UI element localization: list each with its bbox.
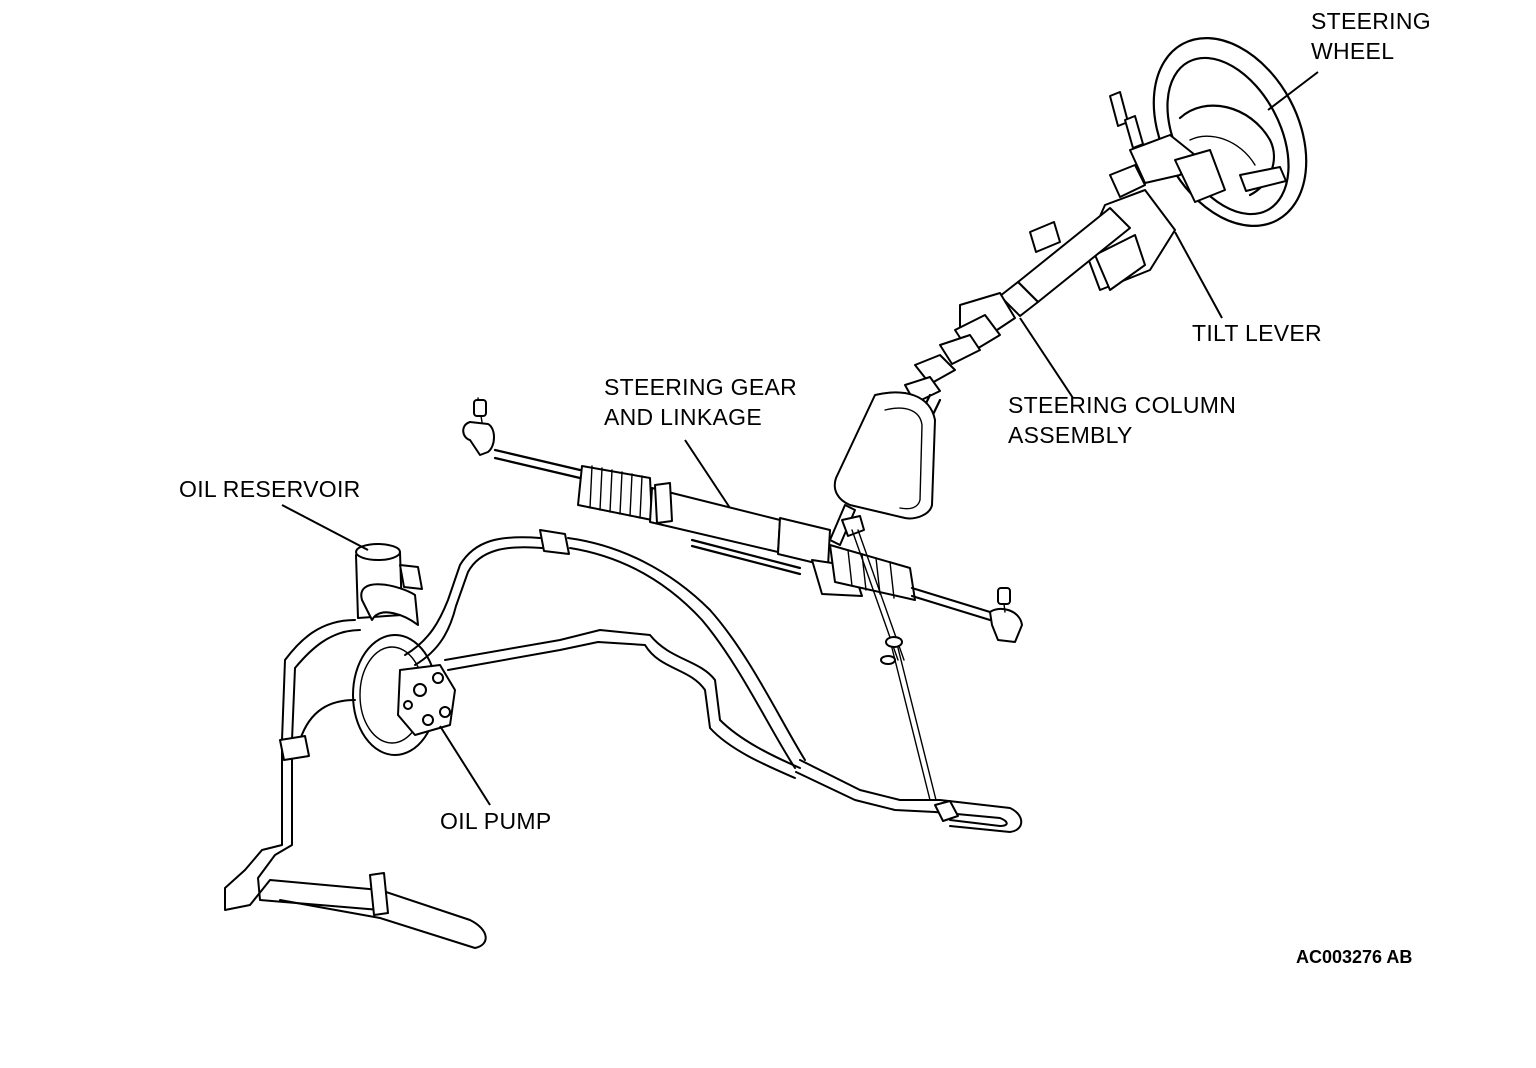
leader-steering-column — [1019, 317, 1074, 399]
leader-oil-reservoir — [281, 504, 369, 551]
label-oil-reservoir: OIL RESERVOIR — [179, 476, 361, 502]
oil-reservoir-part — [355, 543, 423, 626]
steering-column-part — [829, 189, 1176, 546]
steering-wheel-part — [1109, 37, 1308, 227]
oil-pump-part — [352, 634, 456, 756]
steering-rack-part — [462, 397, 1023, 801]
leader-tilt-lever — [1174, 231, 1223, 319]
label-oil-pump: OIL PUMP — [440, 808, 552, 834]
label-tilt-lever: TILT LEVER — [1192, 320, 1322, 346]
figure-code: AC003276 AB — [1296, 947, 1413, 967]
label-steering-column-assembly: STEERING COLUMN ASSEMBLY — [1008, 392, 1237, 448]
leader-steering-gear — [684, 439, 731, 509]
leader-lines — [281, 71, 1319, 806]
leader-steering-wheel — [1267, 71, 1319, 111]
leader-oil-pump — [439, 725, 491, 806]
label-steering-gear-and-linkage: STEERING GEAR AND LINKAGE — [604, 374, 798, 430]
label-steering-wheel: STEERING WHEEL — [1311, 8, 1431, 64]
hoses-and-pipes — [224, 529, 1023, 949]
